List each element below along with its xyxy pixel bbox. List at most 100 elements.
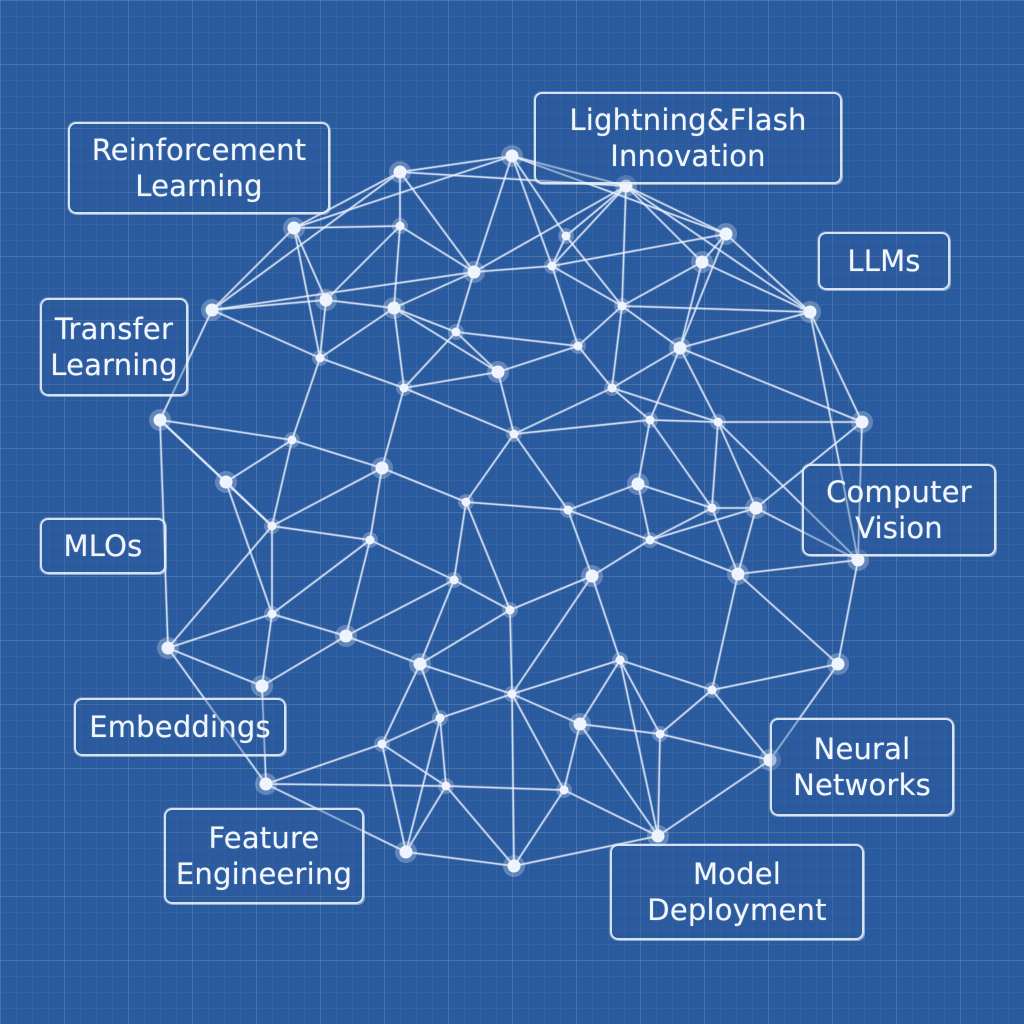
network-edge xyxy=(271,467,383,527)
network-edge xyxy=(261,613,273,687)
network-edge xyxy=(621,261,703,307)
label-llms: LLMs xyxy=(818,232,950,290)
network-edge xyxy=(465,433,515,503)
network-edge xyxy=(755,507,859,561)
network-edge xyxy=(509,575,593,611)
network-edge xyxy=(711,573,739,691)
network-edge xyxy=(345,579,455,637)
network-edge xyxy=(659,689,713,735)
network-edge xyxy=(211,271,475,311)
network-node xyxy=(573,717,587,731)
network-node xyxy=(707,685,717,695)
network-edge xyxy=(513,419,651,435)
network-edge xyxy=(211,299,327,311)
network-edge xyxy=(649,347,681,421)
network-edge xyxy=(625,185,811,313)
network-node xyxy=(851,553,865,567)
network-node xyxy=(563,505,573,515)
network-edge xyxy=(611,387,719,423)
network-edge xyxy=(511,575,593,695)
network-node xyxy=(561,231,571,241)
network-node xyxy=(713,417,723,427)
network-node xyxy=(655,729,665,739)
network-node xyxy=(803,305,817,319)
network-edge xyxy=(649,507,757,541)
network-edge xyxy=(293,171,401,229)
network-edge xyxy=(679,233,727,349)
network-edge xyxy=(265,743,383,785)
network-edge xyxy=(563,789,659,837)
network-edge xyxy=(399,171,475,273)
network-edge xyxy=(445,785,565,791)
network-edge xyxy=(497,371,515,435)
network-edge xyxy=(679,347,719,423)
network-edge xyxy=(439,693,513,719)
label-neural-networks: Neural Networks xyxy=(770,718,954,816)
network-edge xyxy=(625,185,703,263)
network-edge xyxy=(419,579,455,665)
network-edge xyxy=(649,419,713,509)
network-node xyxy=(607,383,617,393)
network-edge xyxy=(393,307,405,389)
network-edge xyxy=(625,185,727,235)
network-node xyxy=(547,261,557,271)
network-edge xyxy=(403,387,515,435)
network-edge xyxy=(657,759,771,837)
network-node xyxy=(287,435,297,445)
network-node xyxy=(395,221,405,231)
network-edge xyxy=(473,185,627,273)
network-edge xyxy=(567,509,651,541)
network-node xyxy=(831,657,845,671)
network-edge xyxy=(711,507,739,575)
network-edge xyxy=(701,261,811,313)
network-nodes xyxy=(149,145,873,877)
network-edge xyxy=(167,647,267,785)
network-edges xyxy=(158,154,864,868)
network-edge xyxy=(621,185,627,307)
network-edge xyxy=(465,501,511,611)
network-edge xyxy=(319,357,405,389)
network-node xyxy=(617,301,627,311)
network-edge xyxy=(319,299,327,359)
network-node xyxy=(749,501,763,515)
network-edge xyxy=(737,559,859,575)
network-edge xyxy=(737,573,839,665)
network-edge xyxy=(679,347,863,423)
network-node xyxy=(375,461,389,475)
network-edge xyxy=(551,265,579,347)
network-edge xyxy=(513,789,565,867)
network-node xyxy=(449,575,459,585)
network-edge xyxy=(381,467,467,503)
network-node xyxy=(507,859,521,873)
network-edge xyxy=(711,421,719,509)
network-node xyxy=(461,497,471,507)
network-edge xyxy=(473,265,553,273)
network-node xyxy=(435,713,445,723)
network-edge xyxy=(717,421,859,561)
network-edge xyxy=(637,419,651,485)
network-edge xyxy=(225,439,293,483)
network-edge xyxy=(637,483,713,509)
network-edge xyxy=(657,733,661,837)
network-edge xyxy=(381,663,421,745)
network-edge xyxy=(211,171,401,311)
network-node xyxy=(451,327,461,337)
network-edge xyxy=(211,227,295,311)
label-feature-engineering: Feature Engineering xyxy=(164,808,364,904)
network-edge xyxy=(381,717,441,745)
network-node xyxy=(707,503,717,513)
network-edge xyxy=(293,155,513,229)
network-edge xyxy=(271,613,347,637)
network-edge xyxy=(369,467,383,541)
network-edge xyxy=(711,663,839,691)
network-edge xyxy=(261,635,347,687)
network-edge xyxy=(261,685,267,785)
network-edge xyxy=(405,851,515,867)
network-edge xyxy=(271,525,371,541)
network-edge xyxy=(399,225,475,273)
network-edge xyxy=(511,155,727,235)
label-embeddings: Embeddings xyxy=(74,698,286,756)
network-edge xyxy=(271,439,293,527)
network-edge xyxy=(369,539,455,581)
network-edge xyxy=(225,481,273,527)
